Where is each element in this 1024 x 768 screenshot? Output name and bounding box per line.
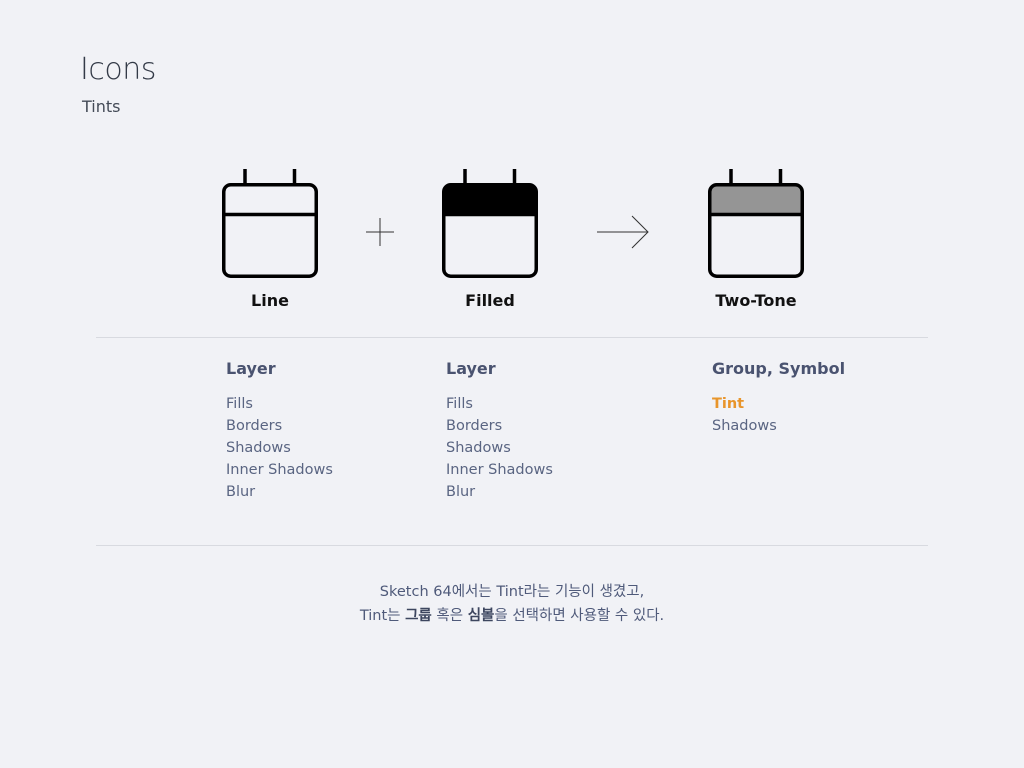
list-item: Blur (446, 484, 476, 500)
divider-top (96, 337, 928, 338)
icon-label-two-tone: Two-Tone (715, 291, 797, 310)
plus-icon (365, 212, 395, 256)
calendar-line-icon (222, 168, 318, 278)
arrow-right-icon (596, 212, 652, 256)
divider-bottom (96, 545, 928, 546)
list-item-tint-highlighted: Tint (712, 396, 745, 412)
footnote-bold-group: 그룹 (405, 608, 432, 624)
list-item: Shadows (446, 440, 511, 456)
footnote-line-1: Sketch 64에서는 Tint라는 기능이 생겼고, (379, 584, 645, 600)
column-heading: Layer (226, 359, 276, 378)
footnote-bold-symbol: 심볼 (467, 608, 495, 624)
column-heading: Layer (446, 359, 496, 378)
calendar-filled-icon (442, 168, 538, 278)
column-heading: Group, Symbol (712, 359, 846, 378)
list-item: Blur (226, 484, 256, 500)
list-item: Fills (226, 396, 253, 412)
list-item: Inner Shadows (446, 462, 553, 478)
column-two-tone-properties: Group, Symbol Tint Shadows (712, 359, 845, 439)
footnote-line-2: Tint는 그룹 혹은 심볼을 선택하면 사용할 수 있다. (0, 604, 1024, 628)
icon-label-filled: Filled (465, 291, 515, 310)
list-item: Inner Shadows (226, 462, 333, 478)
page-title: Icons (80, 52, 156, 87)
calendar-two-tone-icon (708, 168, 804, 278)
footnote-text: 을 선택하면 사용할 수 있다. (494, 608, 665, 624)
column-line-properties: Layer Fills Borders Shadows Inner Shadow… (226, 359, 333, 505)
footnote-text: Tint는 (359, 608, 406, 624)
footnote-text: 혹은 (431, 608, 468, 624)
footnote: Sketch 64에서는 Tint라는 기능이 생겼고, Tint는 그룹 혹은… (0, 580, 1024, 628)
page-subtitle: Tints (82, 97, 121, 116)
list-item: Shadows (226, 440, 291, 456)
list-item: Fills (446, 396, 473, 412)
list-item: Borders (446, 418, 503, 434)
column-filled-properties: Layer Fills Borders Shadows Inner Shadow… (446, 359, 553, 505)
list-item: Borders (226, 418, 283, 434)
icon-label-line: Line (251, 291, 289, 310)
list-item: Shadows (712, 418, 777, 434)
